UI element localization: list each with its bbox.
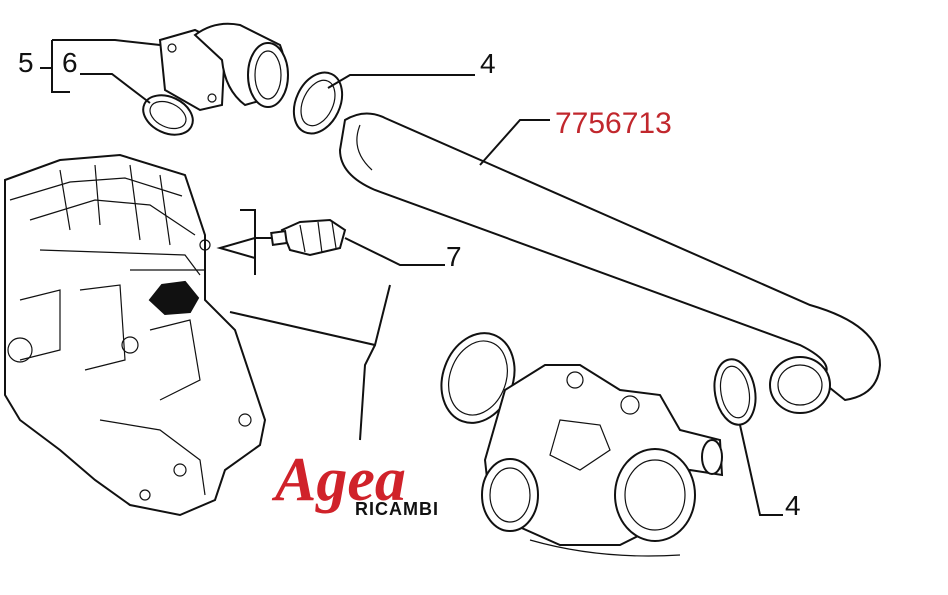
label-7: 7 [446,241,462,272]
gasket-part-6 [142,94,194,136]
logo-brand: Agea [271,446,406,514]
hose-clamp-top [292,71,344,135]
outlet-elbow-part-5 [158,22,289,112]
leader-lines [40,39,783,516]
engine-block [4,153,267,517]
agea-ricambi-logo: Agea RICAMBI [271,446,439,519]
hose-clamp-bottom [713,358,757,426]
thermostat-housing [481,364,724,557]
label-6: 6 [62,47,78,78]
logo-subtitle: RICAMBI [355,499,439,519]
engine-outlet-highlight [148,280,200,316]
label-4-top: 4 [480,48,496,79]
label-4-bottom: 4 [785,490,801,521]
coolant-hose [338,112,882,414]
label-5: 5 [18,47,34,78]
temperature-sensor-part-7 [270,218,347,257]
part-number-label: 7756713 [555,107,672,140]
